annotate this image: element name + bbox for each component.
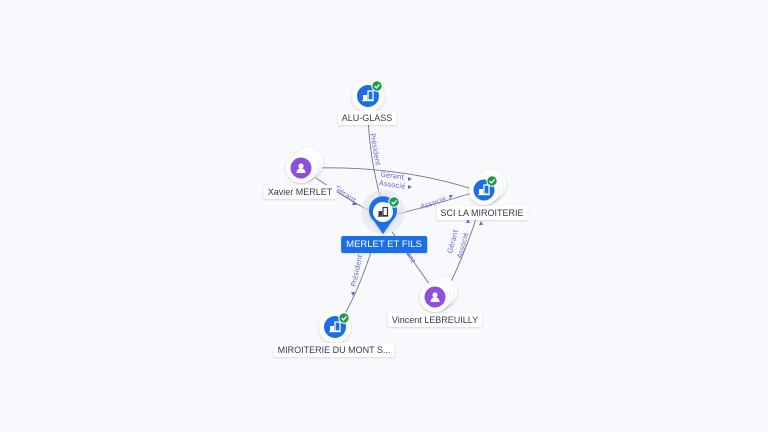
edge-arrow <box>466 219 470 223</box>
edge-arrow <box>449 195 453 199</box>
check-badge-icon <box>388 196 400 208</box>
node-label-alu-glass[interactable]: ALU-GLASS <box>337 111 397 125</box>
node-label-xavier-merlet[interactable]: Xavier MERLET <box>263 185 337 199</box>
node-sci-la-miroiterie[interactable] <box>469 170 506 205</box>
node-merlet-et-fils[interactable] <box>361 190 405 234</box>
edge-xavier-sci <box>313 167 473 190</box>
edge-arrow <box>408 177 412 181</box>
edge-arrow <box>479 221 483 225</box>
node-vincent-lebreuilly[interactable] <box>420 277 457 312</box>
node-xavier-merlet[interactable] <box>286 148 323 183</box>
check-badge-icon <box>486 175 498 187</box>
edge-label: Gérant <box>380 170 405 181</box>
edge-label: Associé <box>379 179 406 191</box>
check-badge-icon <box>371 80 383 92</box>
edge-center-sci <box>397 192 473 215</box>
edge-label: Président <box>368 133 382 167</box>
edge-label: Président <box>350 254 365 288</box>
node-miroiterie-du-mont[interactable] <box>319 311 351 343</box>
node-label-sci-la-miroiterie[interactable]: SCI LA MIROITERIE <box>436 206 528 220</box>
node-alu-glass[interactable] <box>352 80 384 112</box>
node-label-vincent-lebreuilly[interactable]: Vincent LEBREUILLY <box>387 313 483 327</box>
node-label-miroiterie-du-mont[interactable]: MIROITERIE DU MONT S... <box>273 343 395 357</box>
edge-arrow <box>408 185 412 189</box>
building-icon <box>377 206 389 217</box>
node-label-merlet-et-fils[interactable]: MERLET ET FILS <box>341 236 427 253</box>
edge-arrow <box>352 201 357 205</box>
check-badge-icon <box>338 312 350 324</box>
edge-arrow <box>351 292 355 296</box>
